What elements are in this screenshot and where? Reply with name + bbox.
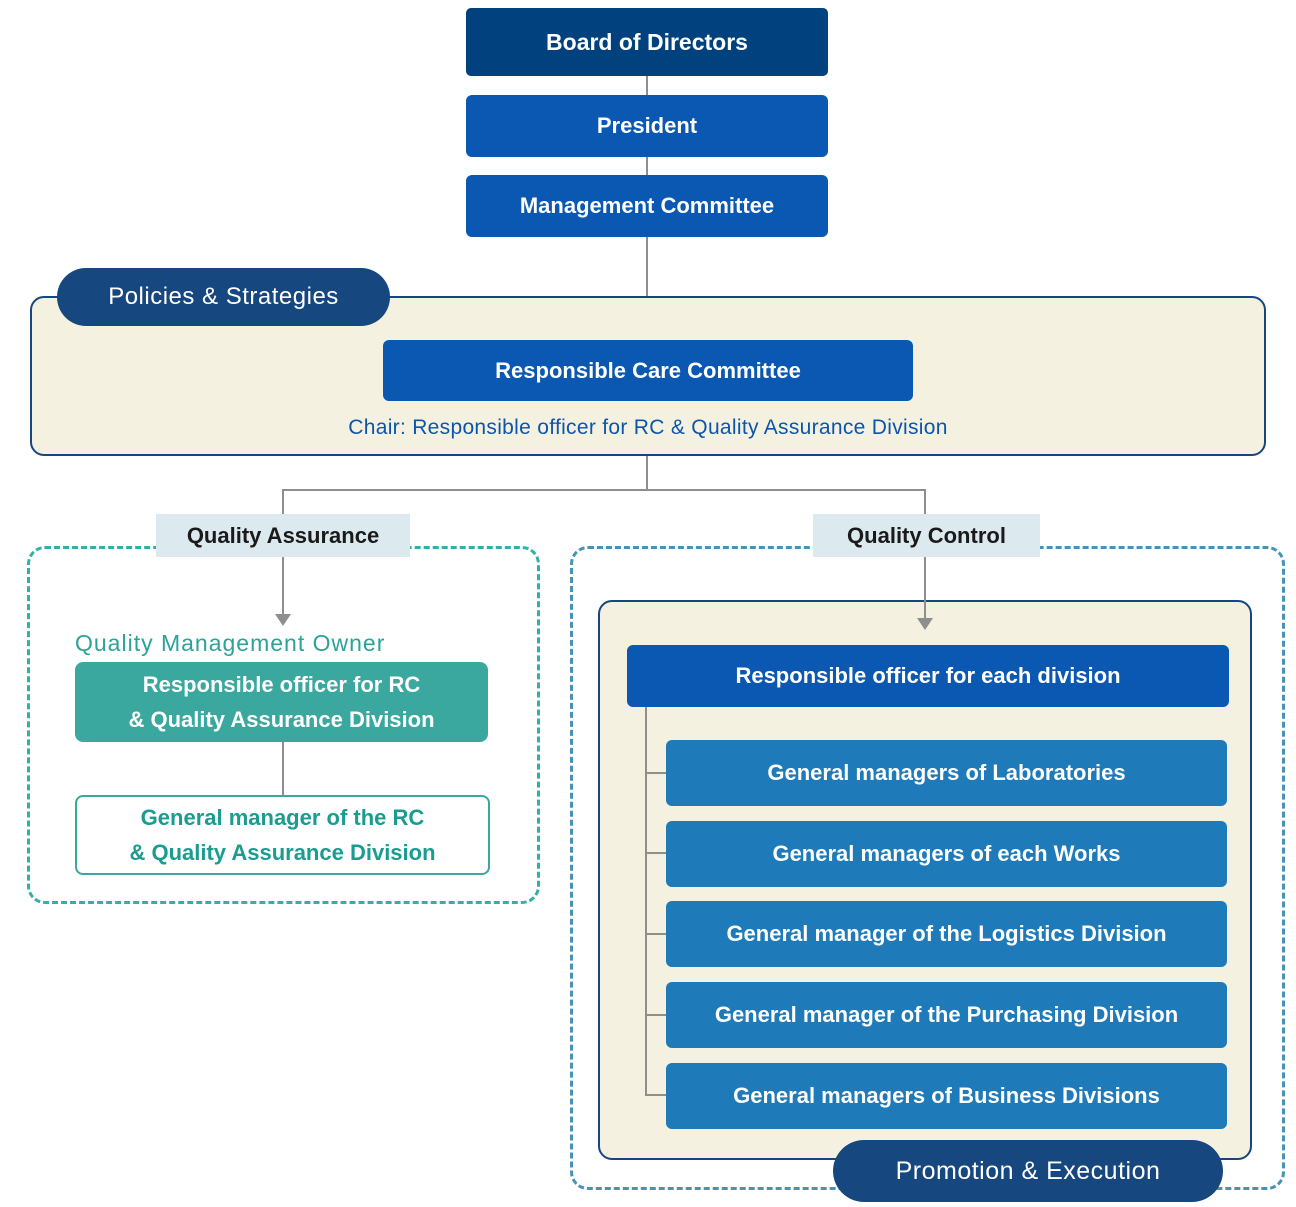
member-box-purchasing: General manager of the Purchasing Divisi… <box>666 982 1227 1048</box>
connector-line <box>645 772 666 774</box>
down-arrow-icon <box>917 618 933 630</box>
connector-line <box>645 1014 666 1016</box>
qc-responsible-officer-box: Responsible officer for each division <box>627 645 1229 707</box>
quality-control-label: Quality Control <box>813 514 1040 557</box>
quality-management-owner-caption: Quality Management Owner <box>75 630 386 656</box>
member-box-business: General managers of Business Divisions <box>666 1063 1227 1129</box>
connector-line <box>646 237 648 296</box>
management-committee-box: Management Committee <box>466 175 828 237</box>
connector-line <box>282 489 284 515</box>
connector-line <box>282 489 926 491</box>
connector-line <box>646 456 648 490</box>
responsible-care-committee-box: Responsible Care Committee <box>383 340 913 401</box>
connector-line <box>645 852 666 854</box>
connector-line <box>645 1094 666 1096</box>
connector-line <box>645 933 666 935</box>
connector-line <box>645 707 647 1096</box>
qa-general-manager-box: General manager of the RC & Quality Assu… <box>75 795 490 875</box>
member-box-works: General managers of each Works <box>666 821 1227 887</box>
board-of-directors-box: Board of Directors <box>466 8 828 76</box>
connector-line <box>282 742 284 795</box>
member-box-logistics: General manager of the Logistics Divisio… <box>666 901 1227 967</box>
qa-responsible-officer-box: Responsible officer for RC & Quality Ass… <box>75 662 488 742</box>
member-box-laboratories: General managers of Laboratories <box>666 740 1227 806</box>
connector-line <box>924 489 926 515</box>
policies-strategies-tag: Policies & Strategies <box>57 268 390 326</box>
promotion-execution-tag: Promotion & Execution <box>833 1140 1223 1202</box>
chair-note: Chair: Responsible officer for RC & Qual… <box>348 416 948 439</box>
connector-line <box>924 557 926 619</box>
down-arrow-icon <box>275 614 291 626</box>
connector-line <box>646 76 648 95</box>
quality-assurance-label: Quality Assurance <box>156 514 410 557</box>
connector-line <box>282 557 284 615</box>
president-box: President <box>466 95 828 157</box>
connector-line <box>646 157 648 175</box>
